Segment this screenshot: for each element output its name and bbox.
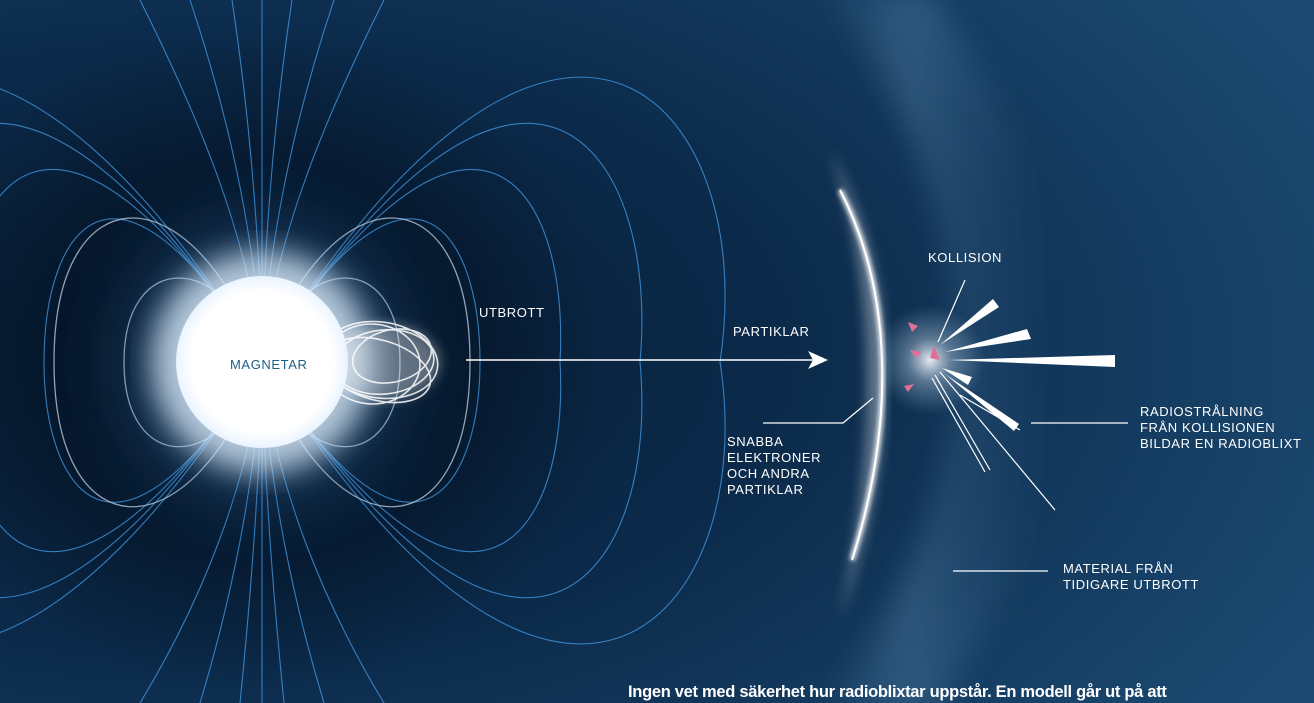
label-radiostralning: RADIOSTRÅLNING FRÅN KOLLISIONEN BILDAR E…	[1140, 404, 1302, 452]
label-utbrott: UTBROTT	[479, 305, 545, 320]
arrow-right-icon	[466, 351, 828, 369]
leader-lines	[763, 397, 1128, 572]
radio-thin-beams	[931, 279, 1056, 511]
magnetar-icon	[176, 276, 348, 448]
label-kollision: KOLLISION	[928, 250, 1003, 265]
material-shell	[819, 0, 1058, 703]
radiating-beams-icon	[940, 299, 1115, 431]
label-line: RADIOSTRÅLNING	[1140, 404, 1264, 419]
label-line: PARTIKLAR	[727, 482, 804, 497]
label-line: OCH ANDRA	[727, 466, 810, 481]
label-line: MATERIAL FRÅN	[1063, 561, 1174, 576]
label-magnetar: MAGNETAR	[230, 357, 308, 372]
label-line: FRÅN KOLLISIONEN	[1140, 420, 1276, 435]
label-snabba-elektroner: SNABBA ELEKTRONER OCH ANDRA PARTIKLAR	[727, 434, 821, 498]
label-line: ELEKTRONER	[727, 450, 822, 465]
label-line: SNABBA	[727, 434, 784, 449]
label-material: MATERIAL FRÅN TIDIGARE UTBROTT	[1063, 561, 1199, 593]
caption-text: Ingen vet med säkerhet hur radioblixtar …	[628, 683, 1167, 701]
label-line: TIDIGARE UTBROTT	[1063, 577, 1199, 592]
collision-accents	[904, 322, 940, 392]
label-line: BILDAR EN RADIOBLIXT	[1140, 436, 1302, 451]
eruption-glow	[330, 324, 440, 400]
label-partiklar: PARTIKLAR	[733, 324, 810, 339]
